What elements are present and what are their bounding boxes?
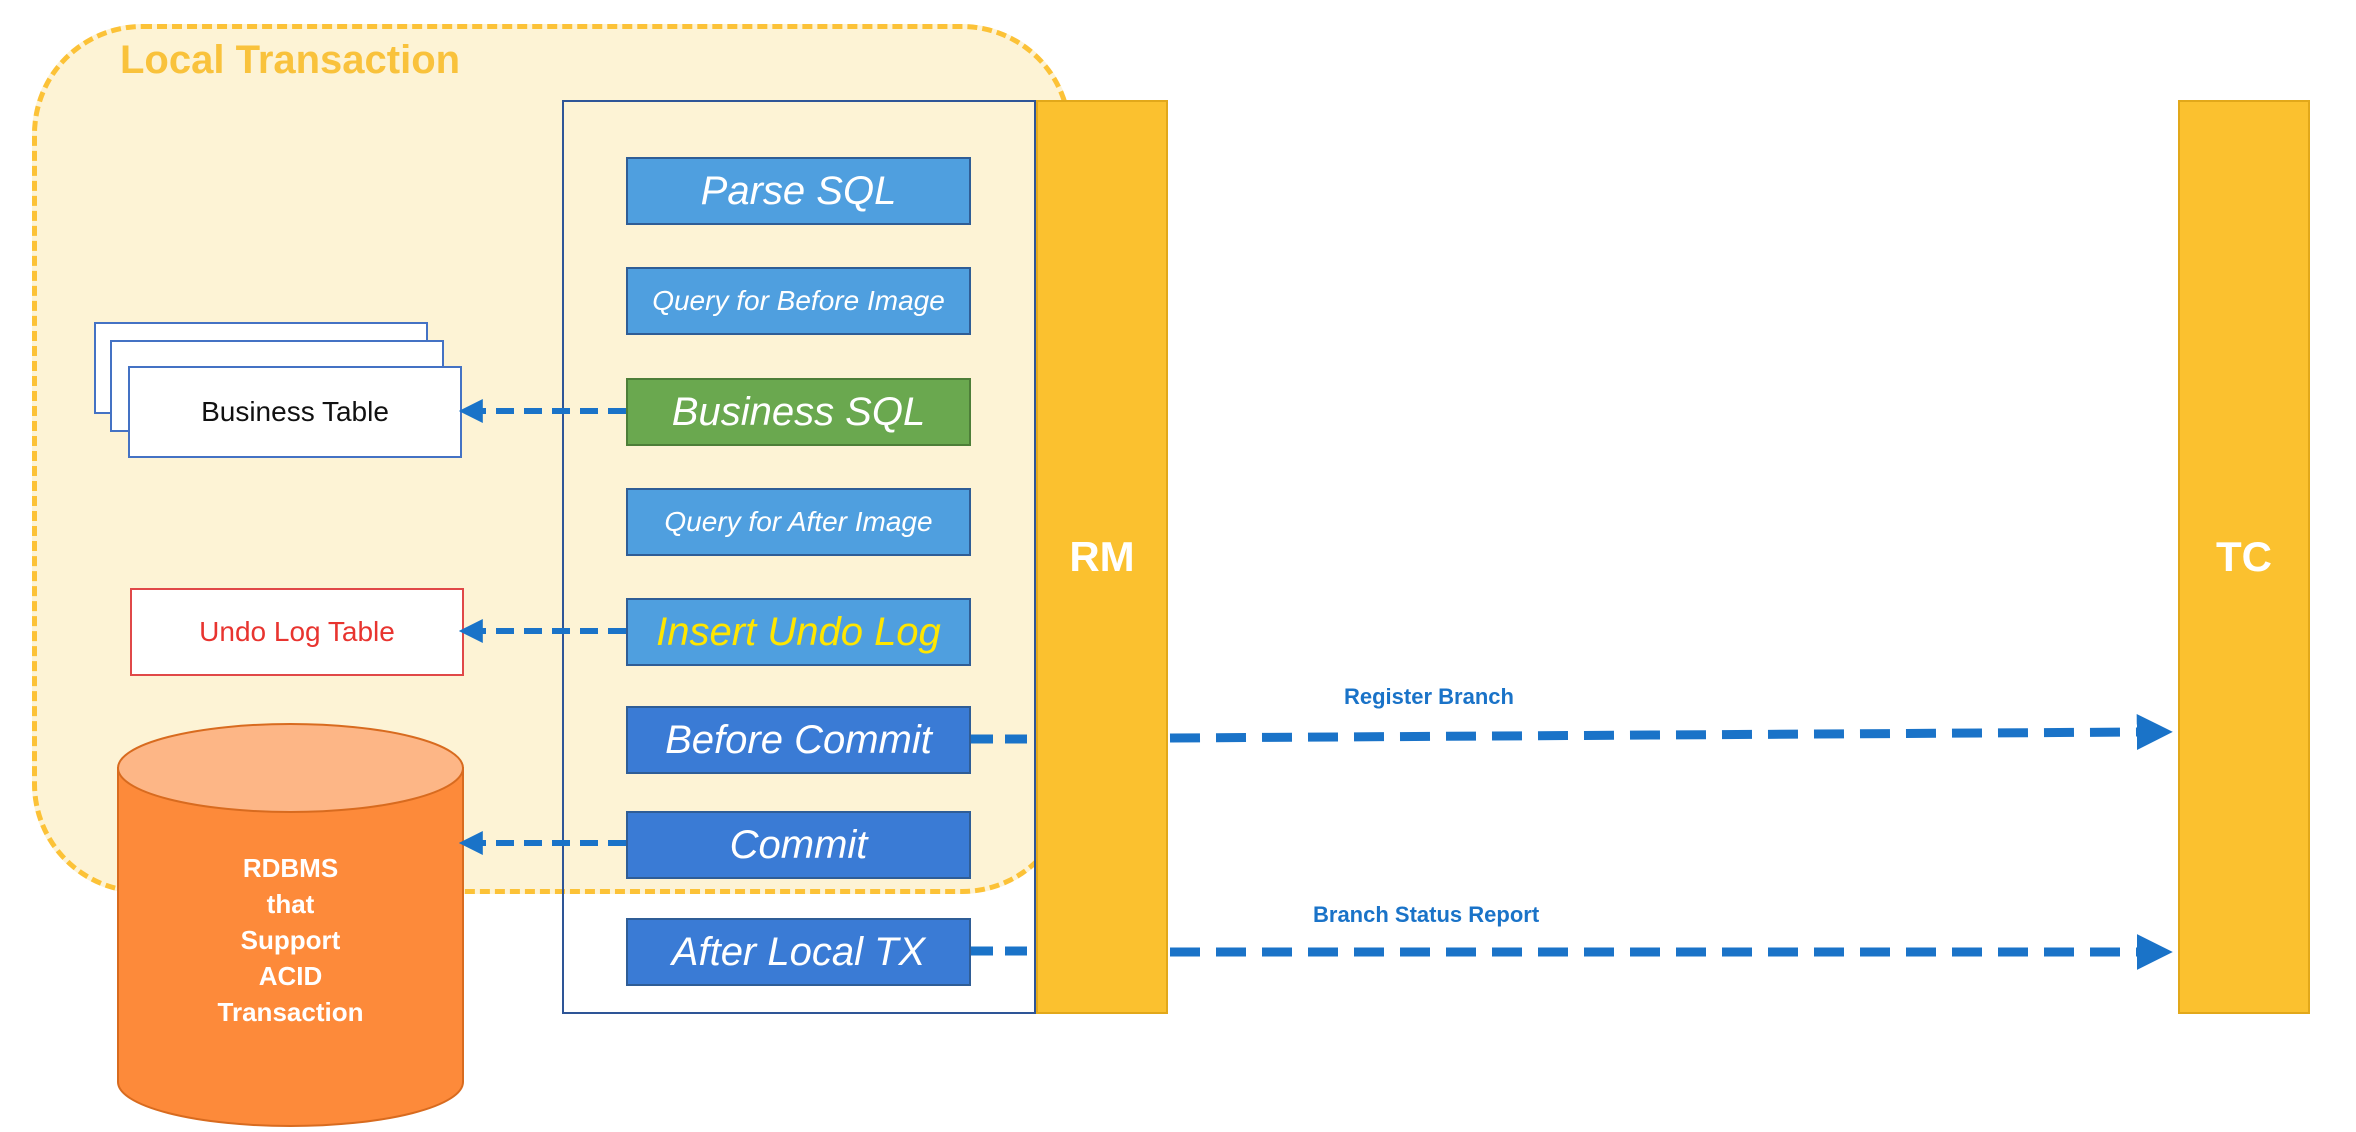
step-commit: Commit bbox=[626, 811, 971, 879]
database-label-line-1: RDBMS bbox=[242, 853, 339, 883]
step-insert-undo-log: Insert Undo Log bbox=[626, 598, 971, 666]
database-label-line-3: Support bbox=[240, 925, 341, 955]
step-query-before-image: Query for Before Image bbox=[626, 267, 971, 335]
step-after-local-tx: After Local TX bbox=[626, 918, 971, 986]
business-table: Business Table bbox=[128, 366, 462, 458]
database-cylinder-body bbox=[117, 767, 464, 1127]
branch-status-report-label: Branch Status Report bbox=[1313, 902, 1540, 927]
step-before-commit-label: Before Commit bbox=[665, 717, 932, 762]
step-parse-sql-label: Parse SQL bbox=[700, 168, 897, 213]
tc-label: TC bbox=[2216, 533, 2272, 580]
tc-actor: TC bbox=[2178, 100, 2310, 1014]
database-label-line-5: Transaction bbox=[217, 997, 364, 1027]
step-business-sql: Business SQL bbox=[626, 378, 971, 446]
rm-label: RM bbox=[1069, 533, 1135, 580]
step-commit-label: Commit bbox=[729, 822, 868, 867]
database-cylinder-top bbox=[117, 723, 464, 813]
rm-process-frame bbox=[562, 100, 1036, 1014]
step-insert-undo-log-label: Insert Undo Log bbox=[656, 609, 941, 654]
business-table-label: Business Table bbox=[201, 396, 389, 427]
step-query-after-image-label: Query for After Image bbox=[664, 506, 933, 537]
arrow-register-branch bbox=[1169, 714, 2173, 751]
rm-actor: RM bbox=[1036, 100, 1168, 1014]
undo-log-table: Undo Log Table bbox=[130, 588, 464, 676]
step-business-sql-label: Business SQL bbox=[671, 389, 926, 434]
step-after-local-tx-label: After Local TX bbox=[671, 929, 926, 974]
database-label-line-2: that bbox=[266, 889, 315, 919]
database-label: RDBMS that Support ACID Transaction bbox=[118, 850, 463, 1030]
step-before-commit: Before Commit bbox=[626, 706, 971, 774]
step-parse-sql: Parse SQL bbox=[626, 157, 971, 225]
undo-log-table-label: Undo Log Table bbox=[199, 616, 395, 647]
register-branch-label: Register Branch bbox=[1344, 684, 1514, 709]
step-query-after-image: Query for After Image bbox=[626, 488, 971, 556]
local-transaction-title: Local Transaction bbox=[120, 38, 461, 82]
step-query-before-image-label: Query for Before Image bbox=[652, 285, 945, 316]
database-label-line-4: ACID bbox=[258, 961, 323, 991]
